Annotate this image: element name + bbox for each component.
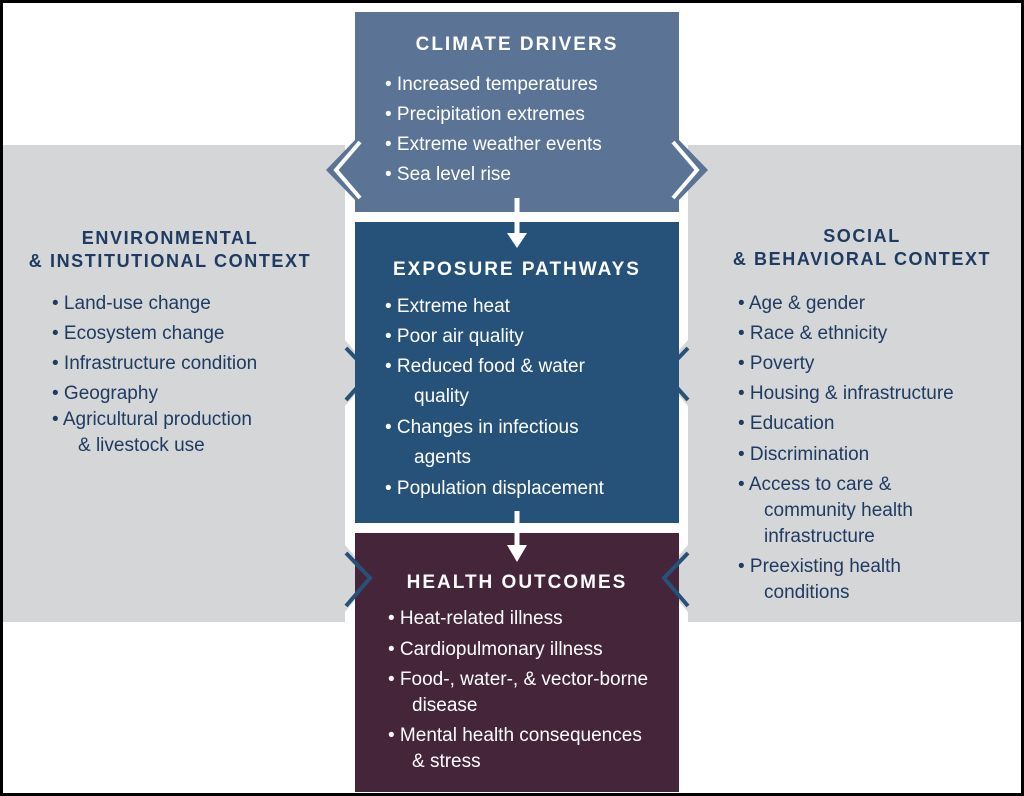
environmental-item: • Ecosystem change <box>52 323 225 344</box>
context-band-right <box>688 145 1021 622</box>
social-item-continued: conditions <box>764 582 850 603</box>
exposure-item: • Extreme heat <box>385 296 510 317</box>
exposure-item: • Changes in infectious <box>385 417 579 438</box>
exposure-item-continued: quality <box>414 386 469 407</box>
health-item: • Cardiopulmonary illness <box>388 639 603 660</box>
environmental-item: • Land-use change <box>52 293 211 314</box>
chevron-left-icon <box>661 346 690 402</box>
social-item: • Preexisting health <box>738 556 901 577</box>
chevron-right-icon <box>344 551 373 608</box>
arrow-down-icon <box>507 198 527 248</box>
health-item-continued: & stress <box>412 751 481 772</box>
climate-item: • Extreme weather events <box>385 134 602 155</box>
exposure-item: • Poor air quality <box>385 326 524 347</box>
social-title-line1: SOCIAL <box>823 226 901 246</box>
health-title: HEALTH OUTCOMES <box>406 572 628 593</box>
environmental-title-line1: ENVIRONMENTAL <box>81 228 259 248</box>
social-item: • Education <box>738 413 835 434</box>
social-item: • Access to care & <box>738 474 892 495</box>
chevron-left-icon <box>661 551 690 608</box>
environmental-item: • Geography <box>52 383 158 404</box>
health-item: • Food-, water-, & vector-borne <box>388 669 649 690</box>
exposure-item: • Population displacement <box>385 478 604 499</box>
context-band-left <box>3 145 345 622</box>
exposure-item-continued: agents <box>414 447 472 468</box>
chevron-left-icon <box>333 140 362 200</box>
social-title-line2: & BEHAVIORAL CONTEXT <box>732 249 992 269</box>
climate-item: • Precipitation extremes <box>385 104 585 125</box>
social-item: • Race & ethnicity <box>738 323 888 344</box>
arrow-down-icon <box>507 511 527 562</box>
exposure-box <box>355 222 679 523</box>
social-item: • Housing & infrastructure <box>738 383 954 404</box>
social-item-continued: community health <box>764 500 913 521</box>
health-item-continued: disease <box>412 695 478 716</box>
environmental-item: • Agricultural production <box>52 409 252 430</box>
social-item-continued: infrastructure <box>764 526 875 547</box>
social-item: • Age & gender <box>738 293 866 314</box>
health-item: • Mental health consequences <box>388 725 642 746</box>
social-item: • Poverty <box>738 353 815 374</box>
climate-title: CLIMATE DRIVERS <box>415 34 619 55</box>
environmental-item: • Infrastructure condition <box>52 353 258 374</box>
chevron-right-icon <box>671 140 700 200</box>
climate-item: • Increased temperatures <box>385 74 598 95</box>
environmental-title-line2: & INSTITUTIONAL CONTEXT <box>28 251 312 271</box>
social-item: • Discrimination <box>738 444 870 465</box>
climate-item: • Sea level rise <box>385 164 511 185</box>
exposure-item: • Reduced food & water <box>385 356 585 377</box>
health-box <box>355 533 679 792</box>
chevron-right-icon <box>344 346 373 402</box>
environmental-item-continued: & livestock use <box>78 435 205 456</box>
health-item: • Heat-related illness <box>388 608 563 629</box>
climate-box <box>326 12 708 212</box>
exposure-title: EXPOSURE PATHWAYS <box>393 259 641 280</box>
